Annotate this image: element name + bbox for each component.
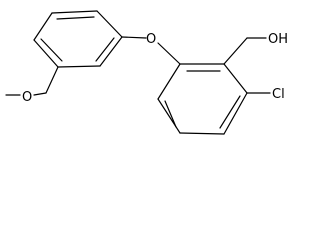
methoxy-oxygen-label: O <box>22 90 32 105</box>
chlorine-label: Cl <box>272 87 285 102</box>
chlorophenyl-ring <box>157 63 248 135</box>
hydroxymethyl-group: OH <box>223 32 288 65</box>
ether-oxygen-label: O <box>146 32 156 47</box>
ether-linkage: O <box>121 32 181 65</box>
chemical-structure-diagram: O O OH Cl <box>5 10 288 135</box>
hydroxyl-label: OH <box>268 32 288 47</box>
methoxyphenyl-ring <box>33 10 123 68</box>
methoxy-group: O <box>5 66 59 105</box>
chlorine-substituent: Cl <box>246 87 285 102</box>
